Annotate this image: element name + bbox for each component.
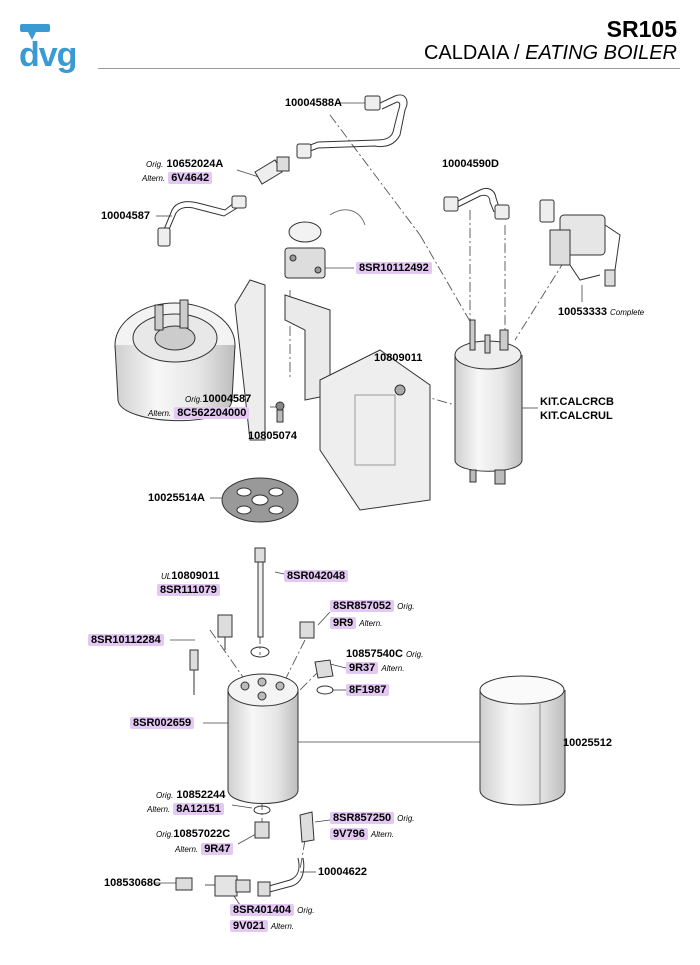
tag-orig: Orig. [185, 395, 203, 404]
label-9r47: 9R47 [201, 843, 234, 855]
tag-ul: UL [161, 572, 172, 581]
label-kit-calcrcb: KIT.CALCRCB [540, 396, 614, 408]
gasket-10025514a [221, 477, 299, 523]
pipe-10004588a [296, 94, 408, 159]
label-10857540c: 10857540C [346, 648, 403, 660]
label-9r37: 9R37 [346, 662, 379, 674]
label-10004622: 10004622 [318, 866, 367, 878]
label-8sr002659: 8SR002659 [130, 717, 195, 729]
pressostat-8sr10112492 [284, 209, 366, 279]
bracket-frame [234, 279, 431, 511]
pipe-10004590d [443, 187, 510, 220]
label-8sr857250: 8SR857250 [330, 812, 395, 824]
label-9v021: 9V021 [230, 920, 268, 932]
tag-altern: Altern. [142, 174, 166, 183]
steam-boiler [454, 319, 523, 485]
label-8sr401404: 8SR401404 [230, 904, 295, 916]
label-10053333: 10053333 [558, 306, 607, 318]
cap-10857540c [314, 659, 334, 679]
group-housing [114, 299, 236, 422]
tag-orig: Orig. [156, 791, 174, 800]
oring-8f1987 [316, 685, 334, 695]
label-10004588a: 10004588A [285, 97, 342, 109]
fitting-10652024a [254, 156, 290, 185]
pipe-10004622 [257, 857, 305, 897]
tag-orig: Orig. [146, 160, 164, 169]
label-10852244: 10852244 [176, 789, 226, 801]
valve-10053333 [539, 199, 621, 287]
label-10857022c: 10857022C [173, 828, 231, 840]
tee-8sr401404 [175, 875, 251, 897]
tag-orig: Orig. [405, 650, 424, 659]
elbow-8sr857250 [299, 811, 315, 843]
label-9v796: 9V796 [330, 828, 368, 840]
label-10004590d: 10004590D [442, 158, 499, 170]
tag-orig: Orig. [297, 906, 315, 915]
label-8sr111079: 8SR111079 [157, 584, 220, 596]
tag-altern: Altern. [370, 830, 394, 839]
assembly-lines [205, 114, 566, 886]
pipe-10004587-top [157, 195, 247, 247]
dvg-logo-icon [20, 24, 50, 40]
tag-altern: Altern. [147, 805, 171, 814]
tag-altern: Altern. [175, 845, 199, 854]
probe-8sr10112284 [189, 614, 233, 695]
label-8sr042048: 8SR042048 [284, 570, 349, 582]
insulation-sleeve [479, 675, 566, 806]
fitting-8sr857052 [299, 621, 315, 639]
tag-altern: Altern. [359, 619, 383, 628]
label-8f1987: 8F1987 [346, 684, 390, 696]
tag-altern: Altern. [381, 664, 405, 673]
nut-10857022c [254, 821, 270, 839]
label-8a12151: 8A12151 [173, 803, 224, 815]
label-10004587: 10004587 [101, 210, 150, 222]
label-8sr857052: 8SR857052 [330, 600, 395, 612]
tag-orig: Orig. [156, 830, 174, 839]
tag-altern: Altern. [270, 922, 294, 931]
label-10809011-ul: 10809011 [171, 570, 220, 582]
header-divider [98, 68, 680, 69]
tag-altern: Altern. [148, 409, 172, 418]
tag-orig: Orig. [397, 602, 415, 611]
label-10025514a: 10025514A [148, 492, 205, 504]
label-10853068c: 10853068C [104, 877, 161, 889]
subtitle-it: CALDAIA / [423, 42, 520, 64]
label-10652024a: 10652024A [166, 158, 224, 170]
heating-element [250, 547, 270, 658]
brand-logo-text: dvg [19, 36, 77, 74]
label-8sr10112284: 8SR10112284 [88, 634, 164, 646]
label-10004587-orig: 10004587 [202, 393, 252, 405]
tag-complete: Complete [610, 308, 645, 317]
label-10025512: 10025512 [563, 737, 612, 749]
label-6v4642: 6V4642 [168, 172, 213, 184]
label-kit-calcrul: KIT.CALCRUL [540, 410, 613, 422]
label-10809011: 10809011 [374, 352, 423, 364]
label-10805074: 10805074 [248, 430, 297, 442]
tag-orig: Orig. [397, 814, 415, 823]
label-9r9: 9R9 [330, 617, 357, 629]
main-boiler [227, 673, 299, 804]
washer-10852244 [253, 805, 271, 815]
subtitle-en: EATING BOILER [525, 42, 677, 64]
page-subtitle: CALDAIA / EATING BOILER [424, 42, 677, 65]
label-8sr10112492: 8SR10112492 [356, 262, 432, 274]
fitting-10853068c [175, 877, 193, 891]
model-title: SR105 [606, 16, 677, 42]
label-8c562204000: 8C562204000 [174, 407, 250, 419]
